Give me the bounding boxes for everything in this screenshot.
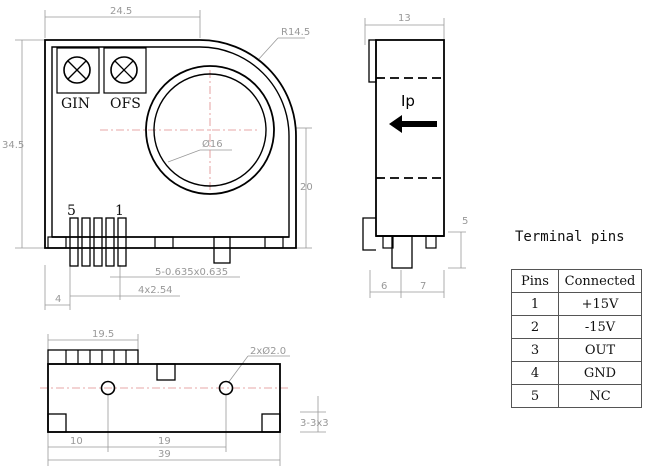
pin-connection: -15V	[558, 315, 642, 339]
pin-connection: OUT	[558, 338, 642, 362]
table-row: 4 GND	[511, 361, 642, 385]
pin-number: 4	[511, 361, 559, 385]
height-dimension: 34.5	[2, 140, 24, 151]
terminal-pins-table: Pins Connected 1 +15V 2 -15V 3 OUT 4 GND…	[511, 269, 642, 408]
hole-diameter-dimension: Ø16	[202, 138, 223, 150]
pin-connection: +15V	[558, 292, 642, 316]
edge-dimension: 4	[55, 294, 61, 305]
pin-number: 1	[511, 292, 559, 316]
holes-dimension: 2xØ2.0	[250, 345, 286, 357]
width-dimension: 24.5	[110, 6, 132, 17]
radius-dimension: R14.5	[281, 27, 310, 38]
top-length-dimension: 19.5	[92, 329, 114, 340]
side-width-dimension: 13	[398, 13, 411, 24]
front-view: 24.5 34.5 R14.5 Ø16 20 5-0.635x0.635 4x2…	[2, 6, 313, 310]
arrow-left-icon	[389, 115, 437, 133]
height2-dimension: 20	[300, 182, 313, 193]
dimension-39: 39	[158, 449, 171, 460]
ofs-label: OFS	[110, 96, 141, 112]
table-row: 3 OUT	[511, 338, 642, 362]
header-connected: Connected	[558, 269, 642, 293]
pin-5-label: 5	[67, 203, 76, 219]
pin-number: 3	[511, 338, 559, 362]
side-view: Ip 13 5 6 7	[362, 13, 468, 298]
corner-dimension: 3-3x3	[300, 418, 329, 429]
side-right-dimension: 7	[420, 281, 426, 292]
table-header-row: Pins Connected	[511, 269, 642, 293]
table-row: 2 -15V	[511, 315, 642, 339]
dimension-19: 19	[158, 436, 171, 447]
pin-connection: NC	[558, 384, 642, 408]
header-pins: Pins	[511, 269, 559, 293]
gin-label: GIN	[61, 96, 90, 112]
pin-length-dimension: 5	[462, 216, 468, 227]
dimension-10: 10	[70, 436, 83, 447]
table-row: 5 NC	[511, 384, 642, 408]
pin-connection: GND	[558, 361, 642, 385]
side-left-dimension: 6	[381, 281, 387, 292]
pin-size-dimension: 5-0.635x0.635	[155, 267, 228, 278]
current-label: Ip	[401, 92, 415, 110]
table-row: 1 +15V	[511, 292, 642, 316]
pin-1-label: 1	[115, 203, 124, 219]
pin-number: 2	[511, 315, 559, 339]
pin-pitch-dimension: 4x2.54	[138, 285, 173, 296]
pin-number: 5	[511, 384, 559, 408]
bottom-view: 19.5 2xØ2.0 10 19 39 3-3x3	[40, 329, 329, 466]
terminal-pins-title: Terminal pins	[515, 229, 625, 245]
